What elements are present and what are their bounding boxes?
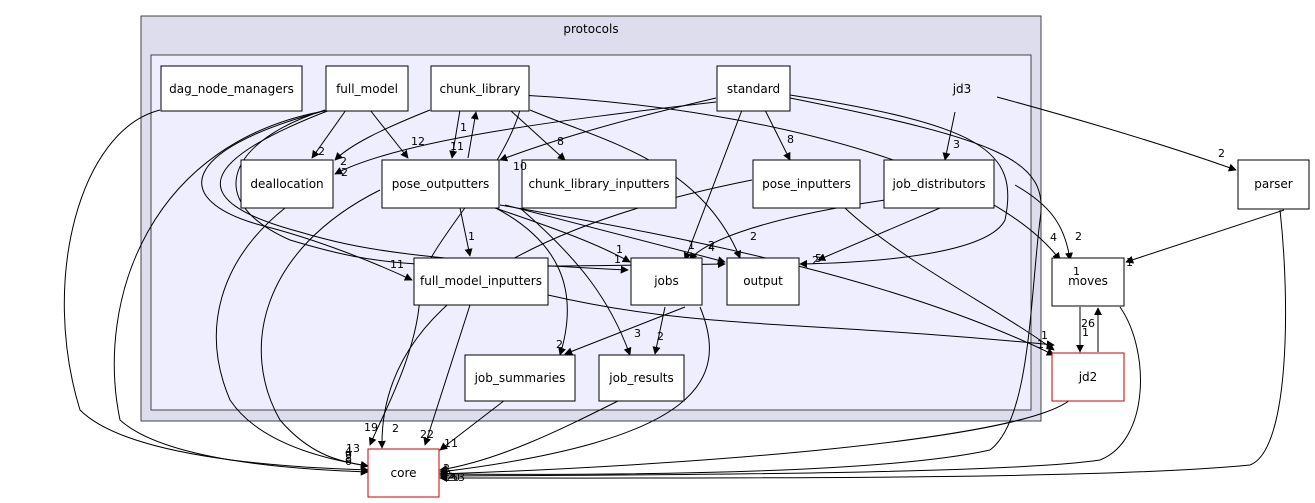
edge-label: 1 xyxy=(1126,256,1133,269)
edge-label: 5 xyxy=(448,468,455,481)
node-jd2[interactable]: jd2 xyxy=(1051,352,1125,402)
node-label: standard xyxy=(727,82,780,96)
node-label: job_results xyxy=(608,371,674,385)
node-label: job_summaries xyxy=(474,371,566,385)
node-full-model-inputters[interactable]: full_model_inputters xyxy=(413,257,549,306)
edge-label: 2 xyxy=(340,155,347,168)
edge-label: 4 xyxy=(345,445,352,458)
cluster-jd3 xyxy=(150,54,1032,411)
edge-label: 4 xyxy=(708,241,715,254)
edge-label: 2 xyxy=(657,330,664,343)
edge-label: 1 xyxy=(468,230,475,243)
node-pose-inputters[interactable]: pose_inputters xyxy=(752,159,861,209)
edge-label: 19 xyxy=(364,421,378,434)
node-job-results[interactable]: job_results xyxy=(598,354,685,402)
node-label: chunk_library_inputters xyxy=(528,177,669,191)
edge-label: 9 xyxy=(345,449,352,462)
node-label: full_model_inputters xyxy=(420,274,542,288)
edge-label: 2 xyxy=(708,239,715,252)
node-label: jobs xyxy=(653,274,679,288)
node-pose-outputters[interactable]: pose_outputters xyxy=(381,159,500,209)
edge-label: 2 xyxy=(750,230,757,243)
node-label: deallocation xyxy=(250,177,323,191)
edge-label: 1 xyxy=(616,243,623,256)
edge-label: 2 xyxy=(443,466,450,479)
edge-label: 1 xyxy=(1073,265,1080,278)
node-parser[interactable]: parser xyxy=(1237,159,1310,210)
node-jobs[interactable]: jobs xyxy=(630,257,703,306)
node-label: jd2 xyxy=(1078,370,1098,384)
edge-label: 8 xyxy=(557,135,564,148)
edge-label: 2 xyxy=(318,145,325,158)
edge-label: 3 xyxy=(953,138,960,151)
node-moves[interactable]: moves xyxy=(1051,257,1125,307)
node-label: pose_inputters xyxy=(762,177,851,191)
edge-label: 3 xyxy=(634,327,641,340)
node-label: job_distributors xyxy=(892,177,986,191)
edge-label: 11 xyxy=(390,258,404,271)
edge-label: 4 xyxy=(1050,231,1057,244)
node-deallocation[interactable]: deallocation xyxy=(240,159,334,209)
node-chunk-library-inputters[interactable]: chunk_library_inputters xyxy=(521,159,677,209)
edge-label: 2 xyxy=(1075,230,1082,243)
node-label: dag_node_managers xyxy=(169,82,294,96)
edge-label: 8 xyxy=(787,133,794,146)
node-chunk-library[interactable]: chunk_library xyxy=(430,65,530,112)
edge-label: 22 xyxy=(420,428,434,441)
node-label: pose_outputters xyxy=(392,177,489,191)
node-label: parser xyxy=(1254,177,1293,191)
edge-label: 6 xyxy=(345,455,352,468)
edge-label: 2 xyxy=(1218,147,1225,160)
edge-label: 2 xyxy=(443,462,450,475)
edges xyxy=(63,94,1287,483)
node-label: output xyxy=(743,274,783,288)
edge-label: 2 xyxy=(392,422,399,435)
cluster-protocols-label: protocols xyxy=(563,22,618,36)
node-label: moves xyxy=(1068,274,1108,288)
edge-label: 1 xyxy=(460,121,467,134)
node-job-summaries[interactable]: job_summaries xyxy=(464,354,576,402)
edge-label: 8 xyxy=(345,452,352,465)
edge-label: 2 xyxy=(556,338,563,351)
edge-label: 10 xyxy=(513,160,527,173)
edge-label: 2 xyxy=(812,254,819,267)
cluster-jd3-label[interactable]: jd3 xyxy=(952,82,972,96)
edge-label: 12 xyxy=(411,135,425,148)
node-dag-node-managers[interactable]: dag_node_managers xyxy=(160,65,303,112)
node-full-model[interactable]: full_model xyxy=(325,65,409,112)
edge-label: 5 xyxy=(815,252,822,265)
edge-label: 1 xyxy=(614,253,621,266)
node-label: full_model xyxy=(336,82,398,96)
edge-label: 1 xyxy=(1082,326,1089,339)
node-standard[interactable]: standard xyxy=(716,65,791,112)
edge-label: 1 xyxy=(688,239,695,252)
node-core[interactable]: core xyxy=(367,448,440,498)
edge-label: 11 xyxy=(450,140,464,153)
edge-label: 1 xyxy=(1037,338,1044,351)
edge-label: 53 xyxy=(451,471,465,484)
edge-label: 26 xyxy=(1081,317,1095,330)
node-label: core xyxy=(391,466,417,480)
node-label: chunk_library xyxy=(440,82,521,96)
edge-label: 13 xyxy=(346,442,360,455)
edge-label: 1 xyxy=(1041,329,1048,342)
edge-label: 2 xyxy=(341,166,348,179)
node-output[interactable]: output xyxy=(726,257,800,306)
edge-labels: 2 2 12 1 11 8 2 10 8 3 2 1 1 1 4 2 2 4 2… xyxy=(318,121,1225,484)
node-job-distributors[interactable]: job_distributors xyxy=(883,159,995,209)
edge-label: 20 xyxy=(446,471,460,484)
edge-label: 11 xyxy=(444,437,458,450)
